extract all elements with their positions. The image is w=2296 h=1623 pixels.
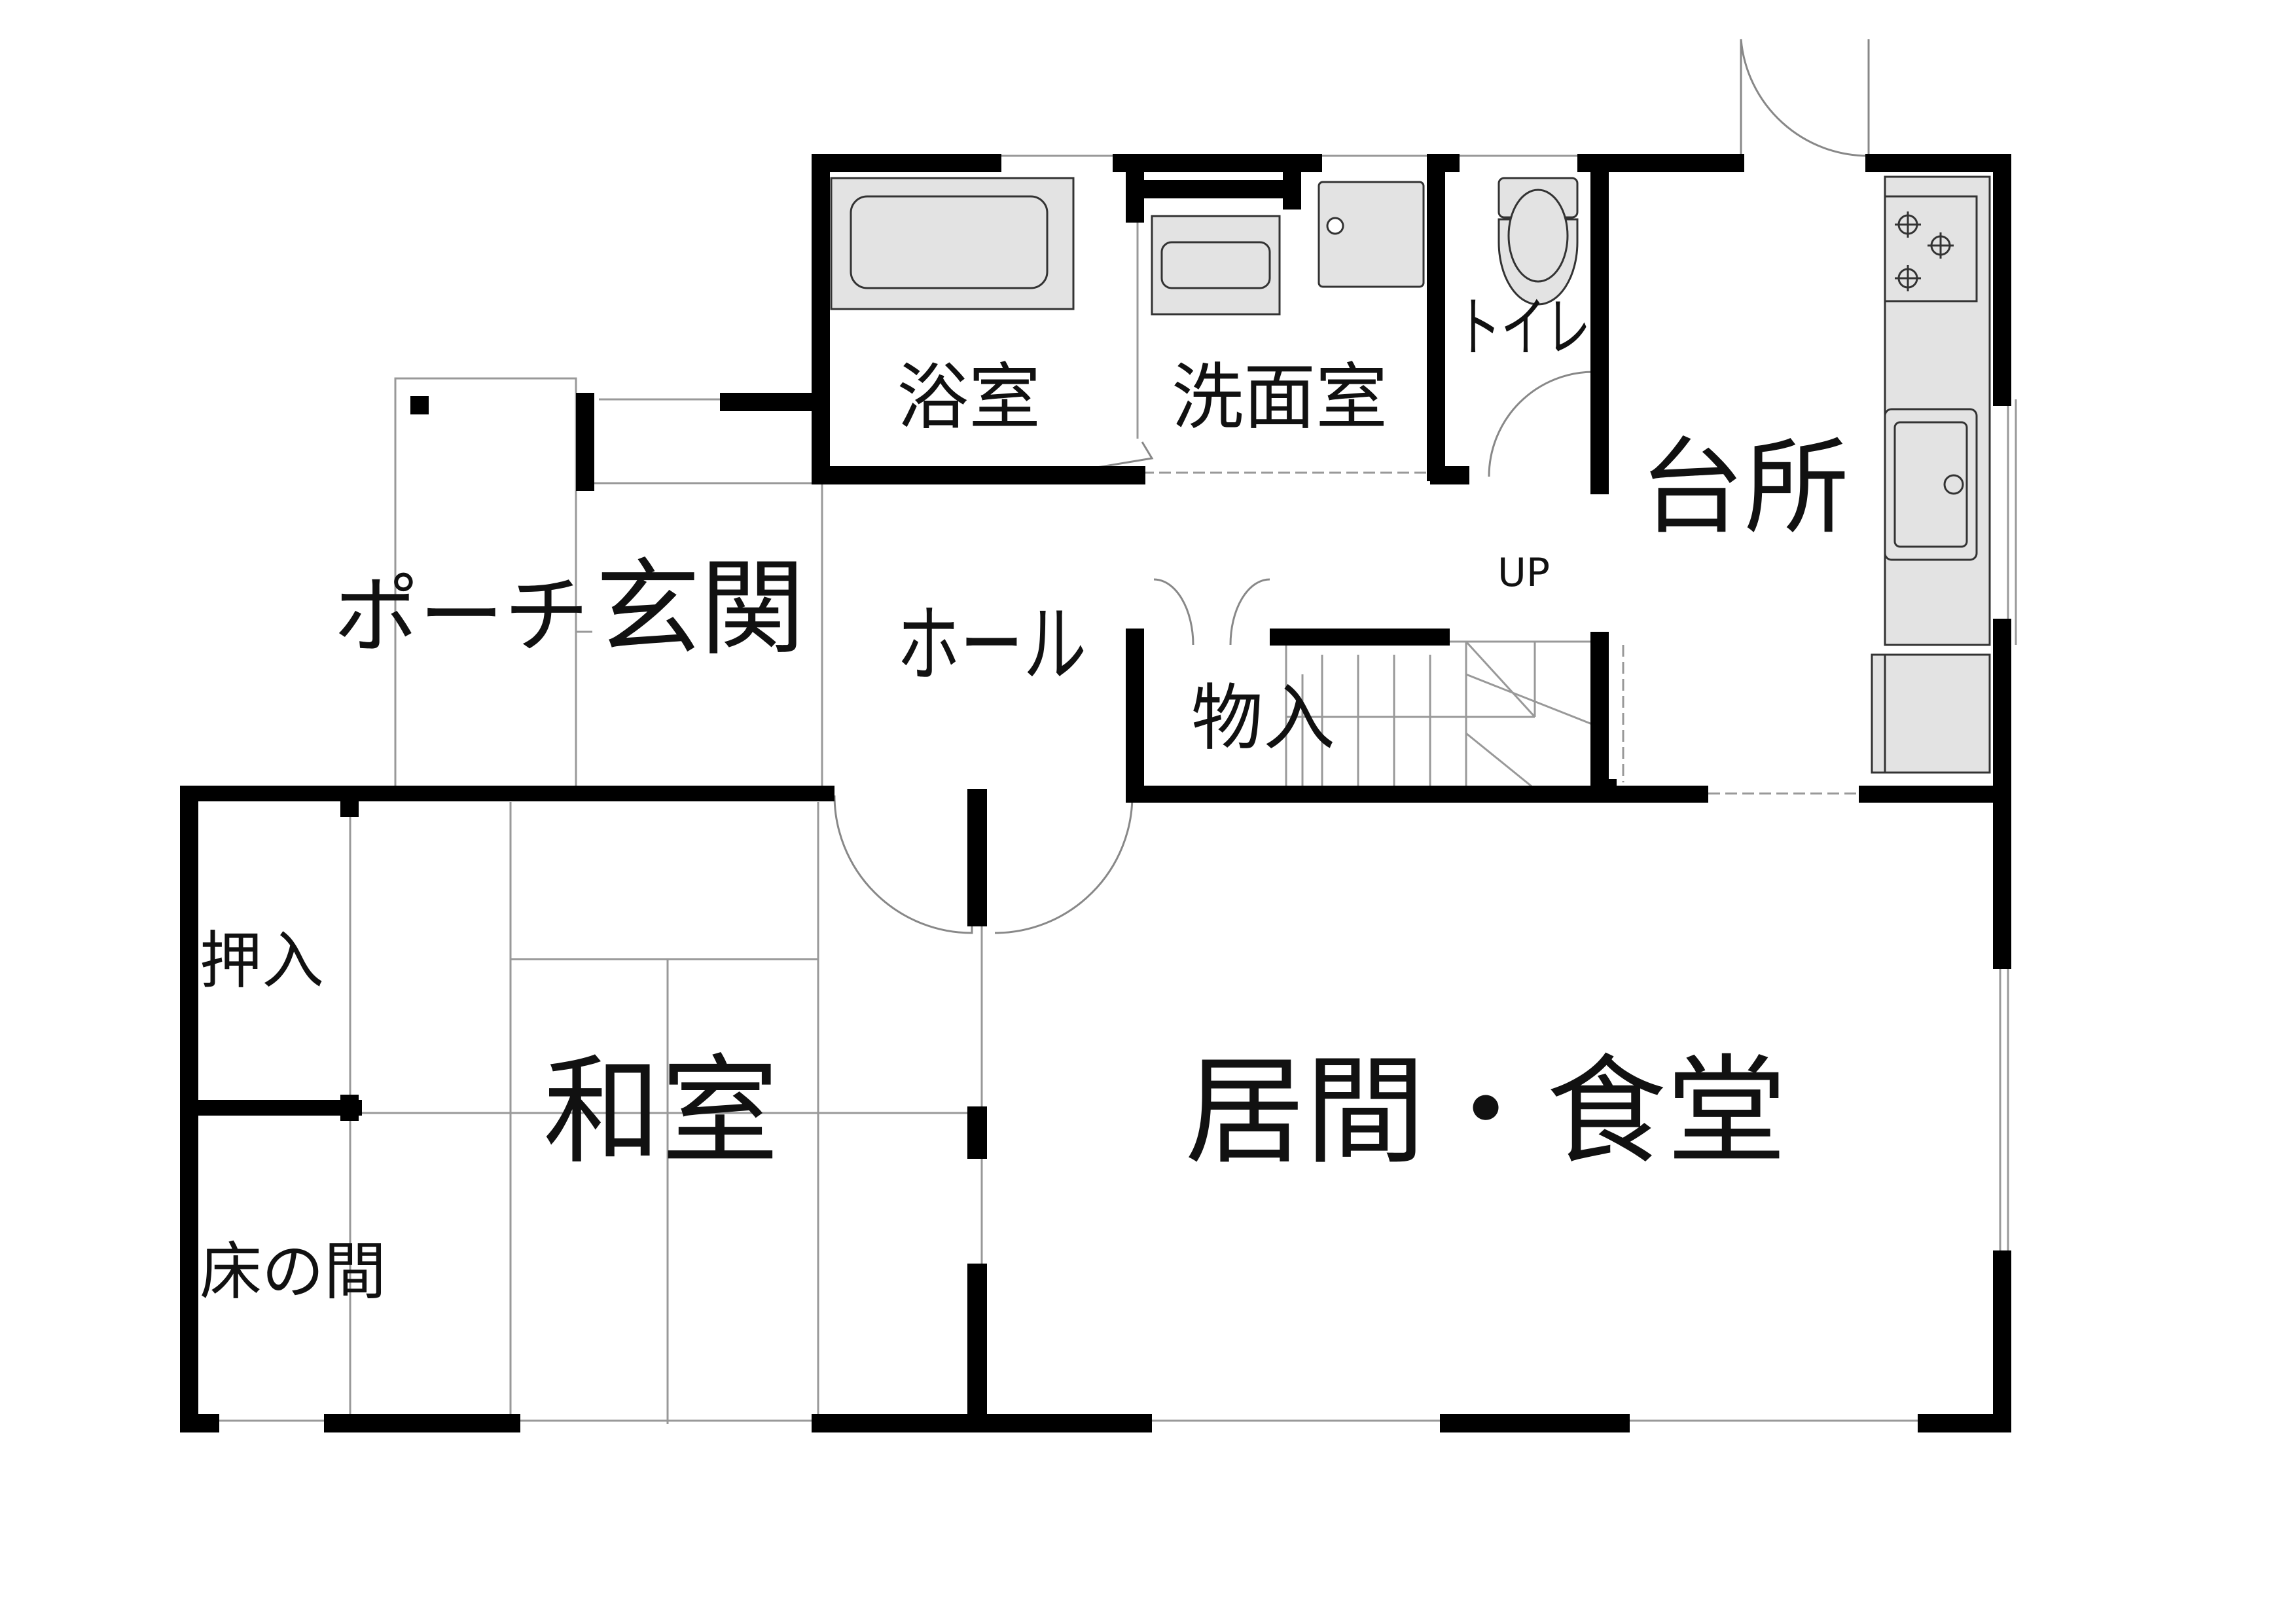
entrance-label: 玄関 [596,547,805,670]
room-labels: 浴室 洗面室 トイレ 台所 ポーチ 玄関 ホール 物入 UP 押入 和室 床の間… [200,289,1849,1308]
stair-up-label: UP [1498,550,1550,596]
tatami-room-label: 和室 [543,1044,779,1180]
door-swings [833,39,1870,934]
fixtures [830,175,1991,774]
washroom-label: 洗面室 [1172,356,1388,439]
toilet-fixture [1498,177,1579,306]
burner-icon [1895,211,1954,291]
toilet-label: トイレ [1456,289,1590,366]
refrigerator [1871,653,1991,774]
hall-label: ホール [897,595,1086,695]
tokonoma-label: 床の間 [200,1236,386,1308]
closet-label: 押入 [200,925,324,997]
bath-label: 浴室 [897,356,1041,439]
staircase [1285,640,1608,790]
storage-label: 物入 [1191,676,1335,760]
stove [1884,195,1978,302]
living-dining-label: 居間・食堂 [1185,1044,1787,1180]
walls [180,154,2011,1432]
porch-label: ポーチ [334,566,589,665]
washing-machine-pan [1318,181,1425,288]
kitchen-label: 台所 [1640,426,1849,549]
